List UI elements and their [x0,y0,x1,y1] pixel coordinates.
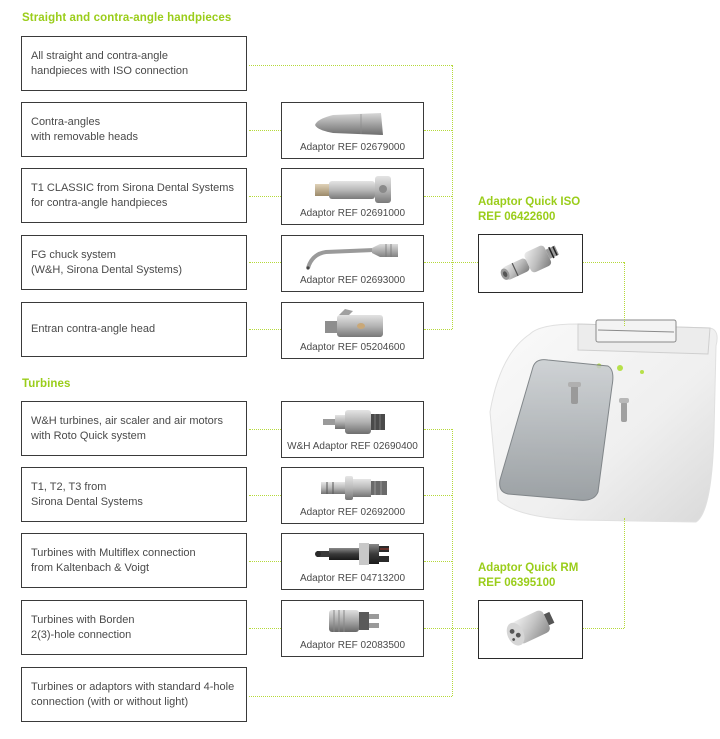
connector-line [624,262,625,326]
borden-adaptor-icon [282,605,423,637]
roto-quick-adaptor-icon [282,406,423,438]
connector-line [583,628,624,629]
turbine-row-roto-quick: W&H turbines, air scaler and air motors … [21,401,247,456]
adaptor-ref-label: Adaptor REF 02083500 [299,640,406,651]
connector-line [424,262,478,263]
description-text: T1, T2, T3 from Sirona Dental Systems [31,480,143,508]
description-text: Turbines with Multiflex connection from … [31,546,196,574]
connector-line [424,495,452,496]
connector-line [249,628,281,629]
bent-tube-adaptor-icon [282,240,423,272]
maintenance-device-icon [478,312,720,527]
adaptor-ref-label: Adaptor REF 02693000 [299,275,406,286]
tapered-adaptor-icon [282,107,423,139]
connector-line [249,65,452,66]
section-title-turbines: Turbines [22,378,71,390]
connector-line [583,262,624,263]
description-text: FG chuck system (W&H, Sirona Dental Syst… [31,248,182,276]
description-text: Turbines or adaptors with standard 4-hol… [31,680,235,708]
adaptor-ref-label: Adaptor REF 04713200 [299,573,406,584]
connector-line [624,518,625,628]
connector-line [424,329,452,330]
connector-line [249,130,281,131]
turbine-row-sirona: T1, T2, T3 from Sirona Dental Systems [21,467,247,522]
adaptor-card-02693000: Adaptor REF 02693000 [281,235,424,292]
sirona-turbine-adaptor-icon [282,472,423,504]
description-text: W&H turbines, air scaler and air motors … [31,414,223,442]
description-text: Entran contra-angle head [31,323,156,335]
connector-line [249,196,281,197]
handpiece-row-fg-chuck: FG chuck system (W&H, Sirona Dental Syst… [21,235,247,290]
entran-adaptor-icon [282,307,423,339]
turbine-row-multiflex: Turbines with Multiflex connection from … [21,533,247,588]
connector-line [249,429,281,430]
connector-line [424,196,452,197]
connector-line [249,329,281,330]
adaptor-card-04713200: Adaptor REF 04713200 [281,533,424,590]
connector-line [424,429,452,430]
adaptor-ref-label: Adaptor REF 02691000 [299,208,406,219]
multiflex-adaptor-icon [282,538,423,570]
description-text: T1 CLASSIC from Sirona Dental Systems fo… [31,181,234,209]
adaptor-ref-label: Adaptor REF 02692000 [299,507,406,518]
quick-iso-label: Adaptor Quick ISO REF 06422600 [478,196,581,223]
connector-line [249,561,281,562]
quick-rm-card [478,600,583,659]
description-text: Contra-angles with removable heads [31,115,139,143]
connector-line [452,65,453,329]
adaptor-ref-label: Adaptor REF 02679000 [299,142,406,153]
connector-line [249,262,281,263]
adaptor-ref-label: W&H Adaptor REF 02690400 [287,441,418,452]
adaptor-card-02679000: Adaptor REF 02679000 [281,102,424,159]
adaptor-ref-label: Adaptor REF 05204600 [299,342,406,353]
turbine-row-borden: Turbines with Borden 2(3)-hole connectio… [21,600,247,655]
adaptor-card-02083500: Adaptor REF 02083500 [281,600,424,657]
adaptor-card-02692000: Adaptor REF 02692000 [281,467,424,524]
section-title-handpieces: Straight and contra-angle handpieces [22,12,232,24]
quick-iso-card [478,234,583,293]
connector-line [249,495,281,496]
connector-line [452,429,453,696]
description-text: All straight and contra-angle handpieces… [31,49,189,77]
handpiece-row-iso: All straight and contra-angle handpieces… [21,36,247,91]
quick-iso-adaptor-icon [491,237,571,290]
connector-line [424,628,478,629]
quick-rm-label: Adaptor Quick RM REF 06395100 [478,562,579,589]
handpiece-row-entran: Entran contra-angle head [21,302,247,357]
handpiece-row-t1-classic: T1 CLASSIC from Sirona Dental Systems fo… [21,168,247,223]
handpiece-row-contra-angles: Contra-angles with removable heads [21,102,247,157]
connector-line [424,130,452,131]
adaptor-card-02691000: Adaptor REF 02691000 [281,168,424,225]
turbine-row-4-hole: Turbines or adaptors with standard 4-hol… [21,667,247,722]
cylinder-adaptor-icon [282,173,423,205]
adaptor-card-02690400: W&H Adaptor REF 02690400 [281,401,424,458]
connector-line [424,561,452,562]
description-text: Turbines with Borden 2(3)-hole connectio… [31,613,135,641]
adaptor-card-05204600: Adaptor REF 05204600 [281,302,424,359]
connector-line [249,696,452,697]
quick-rm-adaptor-icon [496,603,566,656]
